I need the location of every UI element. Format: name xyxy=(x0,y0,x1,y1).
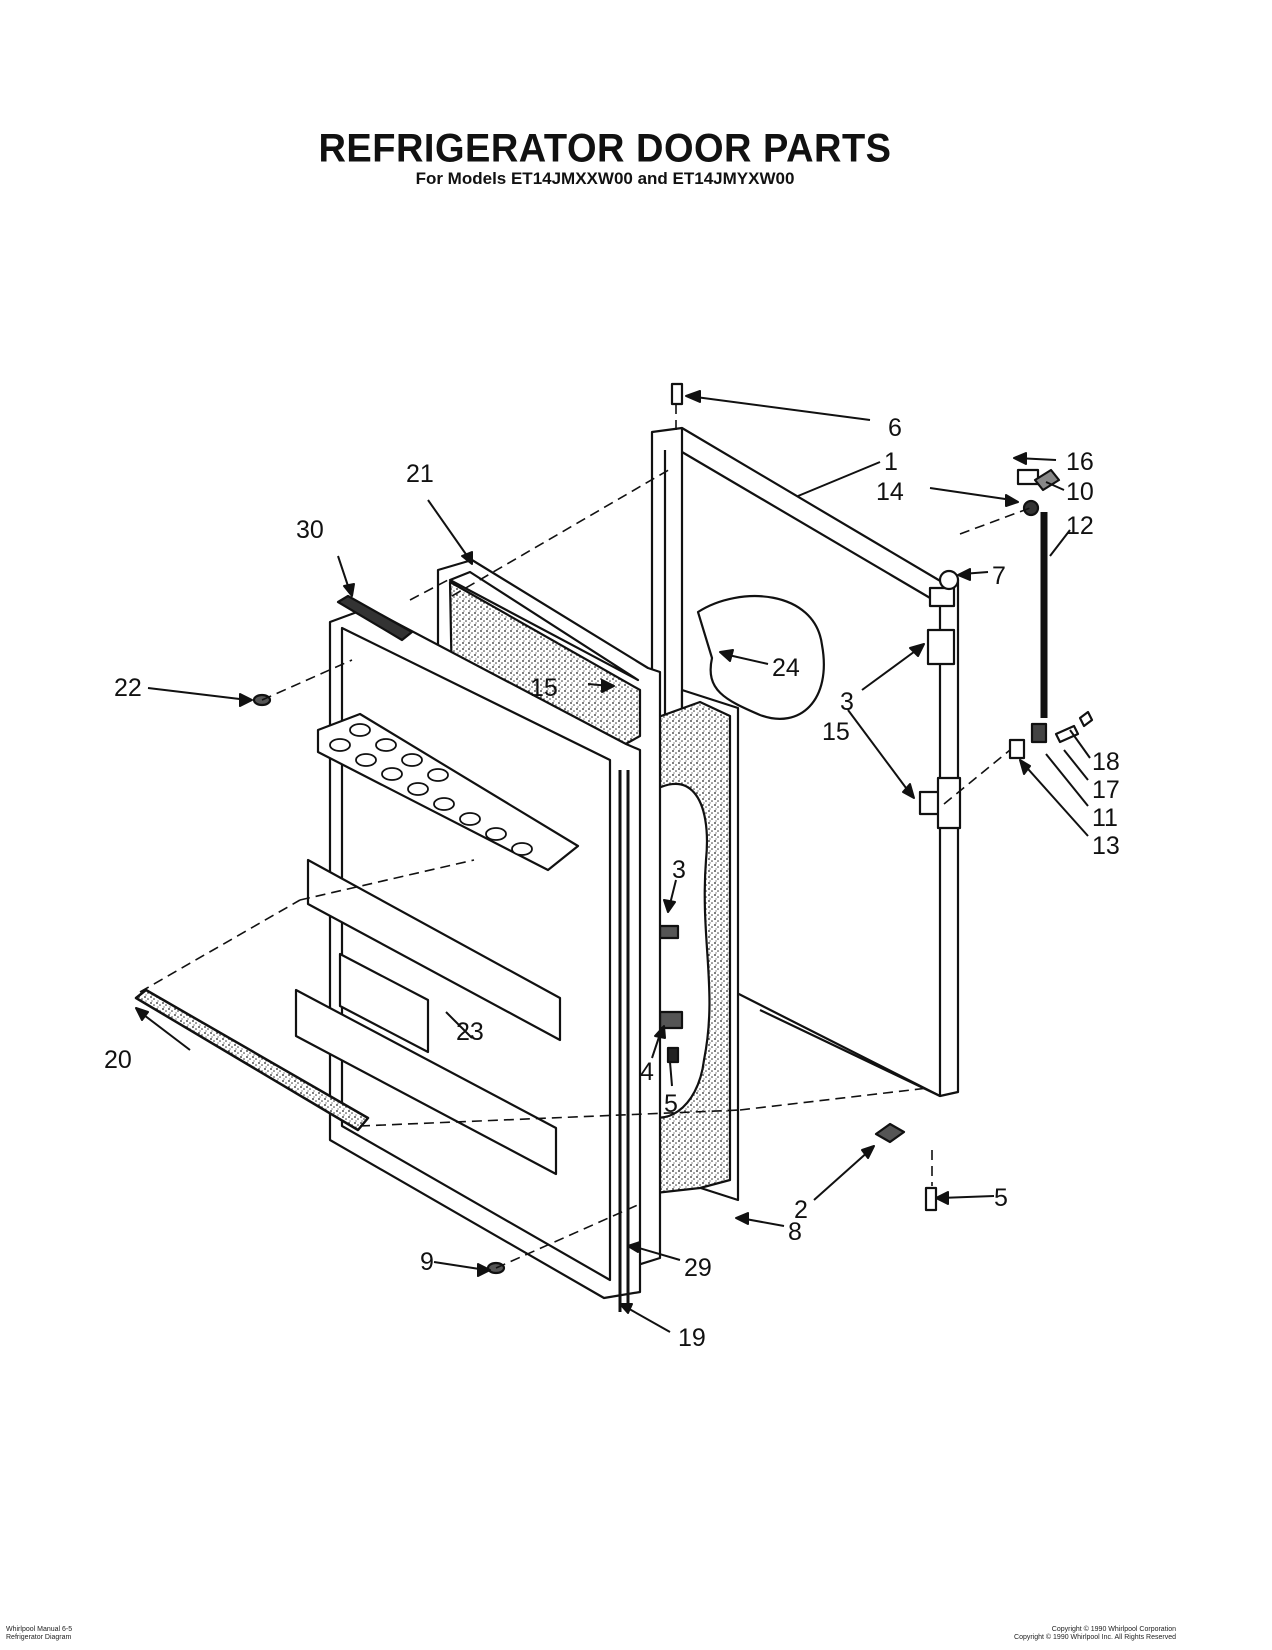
callout-3-hinge: 3 xyxy=(840,688,854,716)
callout-5-bottom: 5 xyxy=(994,1184,1008,1212)
callout-3-liner: 3 xyxy=(672,856,686,884)
door-seal-strip xyxy=(618,770,630,1312)
callout-leaders xyxy=(135,390,1091,1333)
footer-right-line2: Copyright © 1990 Whirlpool Inc. All Righ… xyxy=(1014,1634,1176,1641)
alignment-lines xyxy=(139,404,1031,1269)
callout-5-liner: 5 xyxy=(664,1090,678,1118)
callout-6: 6 xyxy=(888,414,902,442)
callout-17: 17 xyxy=(1092,776,1120,804)
page-title: REFRIGERATOR DOOR PARTS xyxy=(318,126,892,172)
top-trim xyxy=(336,594,414,642)
callout-16: 16 xyxy=(1066,448,1094,476)
callout-8: 8 xyxy=(788,1218,802,1246)
hinge-hardware xyxy=(918,468,1094,830)
callout-21: 21 xyxy=(406,460,434,488)
callout-24: 24 xyxy=(772,654,800,682)
footer-left-line2: Refrigerator Diagram xyxy=(6,1634,72,1641)
callout-9: 9 xyxy=(420,1248,434,1276)
door-liner-shelves xyxy=(294,606,642,1300)
callout-10: 10 xyxy=(1066,478,1094,506)
callout-11: 11 xyxy=(1092,804,1118,832)
page-subtitle: For Models ET14JMXXW00 and ET14JMYXW00 xyxy=(415,169,795,188)
callout-4: 4 xyxy=(640,1058,654,1086)
callout-19: 19 xyxy=(678,1324,706,1352)
footer-left: Whirlpool Manual 6-5 Refrigerator Diagra… xyxy=(6,1626,72,1642)
callout-20: 20 xyxy=(104,1046,132,1074)
callout-13: 13 xyxy=(1092,832,1120,860)
callout-labels: 6 1 16 10 14 12 7 21 30 22 15 24 3 15 18… xyxy=(104,414,1120,1352)
callout-2: 2 xyxy=(794,1196,808,1224)
callout-22: 22 xyxy=(114,674,142,702)
door-stop-and-screw xyxy=(670,382,938,1212)
footer-right: Copyright © 1990 Whirlpool Corporation C… xyxy=(1014,1626,1176,1642)
callout-14: 14 xyxy=(876,478,904,506)
footer-right-line1: Copyright © 1990 Whirlpool Corporation xyxy=(1051,1626,1176,1633)
callout-30: 30 xyxy=(296,516,324,544)
callout-15-inner: 15 xyxy=(530,674,558,702)
top-hinge xyxy=(926,569,960,666)
callout-12: 12 xyxy=(1066,512,1094,540)
bottom-trim xyxy=(134,988,370,1132)
footer-left-line1: Whirlpool Manual 6-5 xyxy=(6,1626,73,1633)
callout-29: 29 xyxy=(684,1254,712,1282)
callout-15-hinge: 15 xyxy=(822,718,850,746)
callout-1: 1 xyxy=(884,448,898,476)
callout-7: 7 xyxy=(992,562,1006,590)
callout-23: 23 xyxy=(456,1018,484,1046)
callout-18: 18 xyxy=(1092,748,1120,776)
